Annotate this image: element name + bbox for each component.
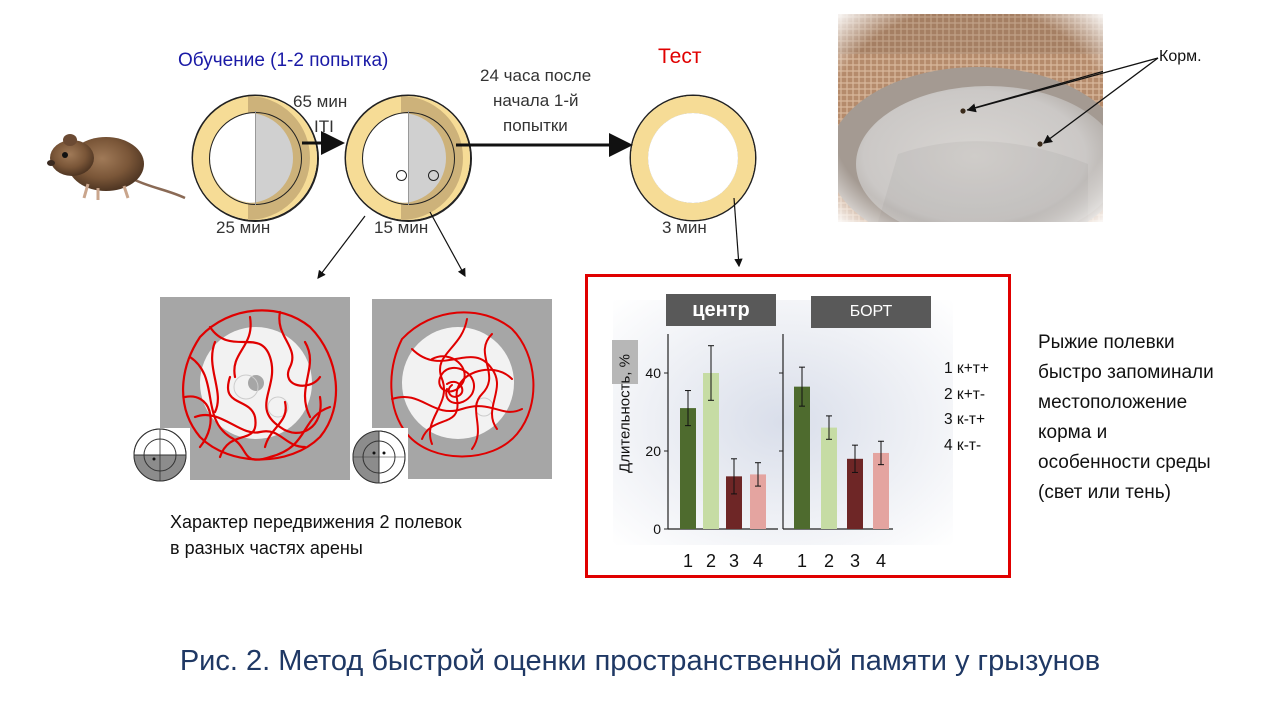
x-tick-label: 4 (876, 551, 886, 571)
legend-item-2: 2 к+т- (944, 385, 986, 403)
food-cup-left (396, 170, 407, 181)
arrow-to-track-2 (429, 211, 466, 278)
note-line-4: корма и (1038, 422, 1108, 443)
tracks-caption-1: Характер передвижения 2 полевок (170, 512, 462, 532)
bar-3 (847, 458, 863, 529)
track-inset-2 (350, 428, 408, 486)
x-tick-label: 1 (797, 551, 807, 571)
iti-label-1: 65 мин (293, 92, 348, 111)
legend-item-3: 3 к-т+ (944, 411, 986, 428)
x-tick-label: 3 (729, 551, 739, 571)
x-tick-label: 3 (850, 551, 860, 571)
legend: 1 к+т+ 2 к+т- 3 к-т+ 4 к-т- (944, 356, 989, 458)
y-tick-label: 40 (645, 365, 661, 381)
duration-2: 15 мин (374, 218, 429, 237)
duration-1: 25 мин (216, 218, 271, 237)
vole-image (47, 134, 186, 200)
iti-label-2: ITI (314, 117, 334, 136)
delay-label-1: 24 часа после (480, 66, 592, 85)
food-label: Корм. (1159, 48, 1202, 65)
arena-photo (838, 14, 1103, 222)
ylabel-box (612, 340, 638, 384)
food-cup-right (428, 170, 439, 181)
delay-label-2: начала 1-й (493, 91, 579, 110)
legend-item-1: 1 к+т+ (944, 360, 989, 377)
x-tick-label: 2 (706, 551, 716, 571)
delay-label-3: попытки (503, 116, 568, 135)
training-title: Обучение (1-2 попытка) (178, 50, 389, 71)
y-tick-label: 20 (645, 443, 661, 459)
bar-4 (750, 474, 766, 529)
x-tick-label: 1 (683, 551, 693, 571)
schema-arrows (302, 131, 743, 279)
note-line-3: местоположение (1038, 392, 1188, 413)
y-tick-label: 0 (653, 521, 661, 537)
bar-4 (873, 452, 889, 529)
conclusion-note: Рыжие полевки быстро запоминали местопол… (1038, 328, 1214, 508)
y-axis-label: Длительность, % (616, 354, 634, 473)
track-inset-1 (130, 428, 190, 483)
bar-3 (726, 476, 742, 529)
tracks-caption-2: в разных частях арены (170, 538, 363, 558)
bar-2 (703, 373, 719, 529)
x-tick-label: 4 (753, 551, 763, 571)
track-plot-2 (382, 307, 535, 459)
note-line-1: Рыжие полевки (1038, 332, 1175, 353)
bar-2 (821, 427, 837, 529)
chart-title-center: центр (666, 294, 776, 326)
figure-caption: Рис. 2. Метод быстрой оценки пространств… (179, 645, 1101, 677)
bar-1 (794, 386, 810, 529)
chart-title-border: БОРТ (811, 296, 931, 328)
note-line-6: (свет или тень) (1038, 482, 1171, 503)
arrow-to-chart (733, 197, 743, 268)
x-tick-label: 2 (824, 551, 834, 571)
test-title: Тест (658, 45, 702, 68)
duration-3: 3 мин (662, 218, 707, 237)
food-pointer-lines (966, 57, 1159, 144)
note-line-5: особенности среды (1038, 452, 1211, 473)
note-line-2: быстро запоминали (1038, 362, 1214, 383)
arrow-to-track-1 (317, 215, 366, 279)
legend-item-4: 4 к-т- (944, 436, 982, 454)
bar-1 (680, 408, 696, 529)
